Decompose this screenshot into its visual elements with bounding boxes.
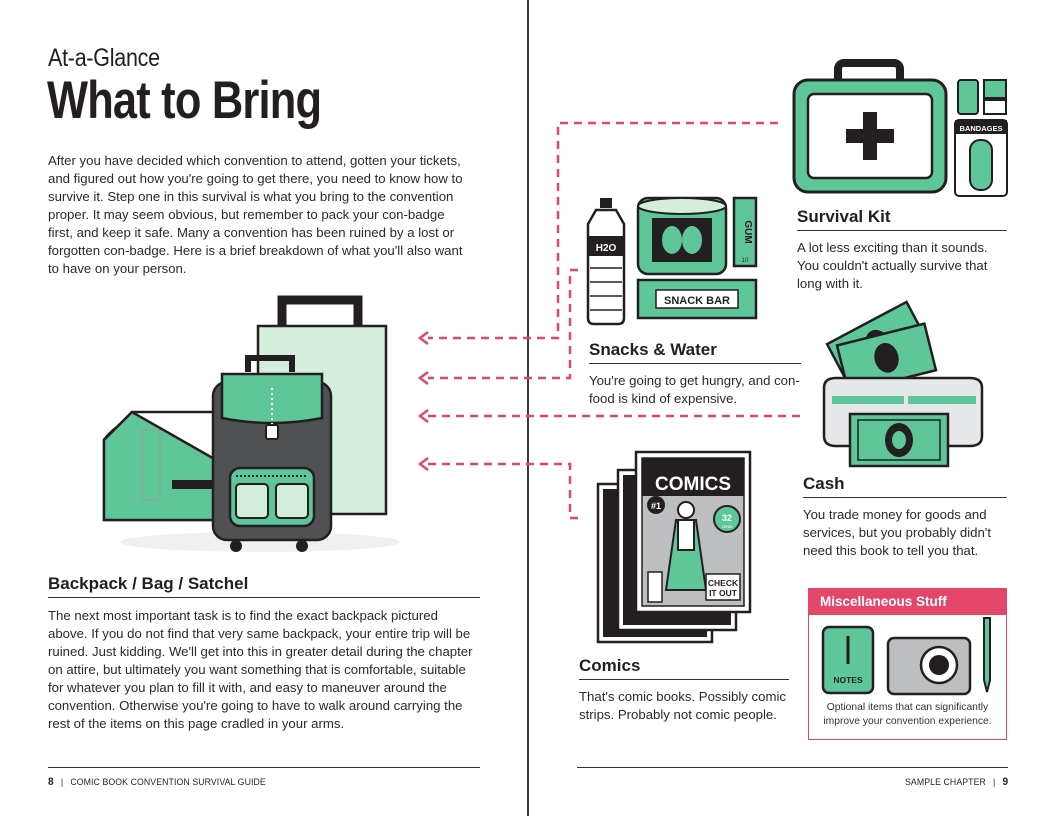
- left-page-number: 8: [48, 776, 54, 788]
- survival-kit-illustration: BANDAGES: [792, 59, 1008, 197]
- comics-price: 32: [722, 513, 732, 523]
- gum-label: GUM: [742, 220, 753, 243]
- comics-issue: #1: [651, 501, 661, 511]
- comics-illustration: COMICS #1 32 cents CHECK IT OUT: [596, 450, 752, 644]
- snacks-illustration: H2O GUM 10 SNACK BAR: [586, 196, 758, 326]
- right-running-title: SAMPLE CHAPTER: [904, 777, 986, 788]
- misc-heading: Miscellaneous Stuff: [809, 589, 1006, 615]
- snacks-heading: Snacks & Water: [589, 340, 801, 364]
- right-footer-rule: [577, 767, 1008, 768]
- snacks-section: Snacks & Water You're going to get hungr…: [589, 340, 801, 408]
- comics-price-unit: cents: [722, 524, 734, 529]
- notes-label: NOTES: [833, 675, 863, 685]
- right-footer: SAMPLE CHAPTER | 9: [904, 776, 1008, 788]
- comics-cover-title: COMICS: [655, 474, 731, 495]
- comics-text: That's comic books. Possibly comic strip…: [579, 689, 786, 722]
- connector-lines: [428, 121, 800, 520]
- misc-sidebar: Miscellaneous Stuff Optional items that …: [808, 588, 1007, 740]
- left-footer-rule: [48, 767, 480, 768]
- comics-section: Comics That's comic books. Possibly comi…: [579, 656, 789, 724]
- cash-section: Cash You trade money for goods and servi…: [803, 474, 1007, 560]
- page-title: What to Bring: [47, 71, 322, 130]
- bandages-label: BANDAGES: [960, 124, 1003, 133]
- comics-callout-2: IT OUT: [709, 588, 738, 598]
- comics-heading: Comics: [579, 656, 789, 680]
- left-footer: 8 | COMIC BOOK CONVENTION SURVIVAL GUIDE: [48, 776, 266, 788]
- gum-count: 10: [742, 258, 749, 264]
- comics-callout-1: CHECK: [708, 578, 739, 588]
- backpack-section: Backpack / Bag / Satchel The next most i…: [48, 574, 480, 733]
- snack-bar-label: SNACK BAR: [664, 295, 730, 307]
- left-running-title: COMIC BOOK CONVENTION SURVIVAL GUIDE: [70, 777, 266, 788]
- cash-heading: Cash: [803, 474, 1007, 498]
- intro-paragraph: After you have decided which convention …: [48, 153, 463, 276]
- survival-text: A lot less exciting than it sounds. You …: [797, 240, 988, 291]
- right-page-number: 9: [1002, 776, 1008, 788]
- page-kicker: At-a-Glance: [48, 44, 160, 72]
- backpack-text: The next most important task is to find …: [48, 608, 473, 731]
- water-label: H2O: [596, 243, 617, 254]
- survival-section: Survival Kit A lot less exciting than it…: [797, 207, 1007, 293]
- arrowheads: [417, 331, 429, 471]
- bag-illustration: [102, 295, 400, 552]
- misc-illustration: NOTES: [821, 617, 991, 696]
- survival-heading: Survival Kit: [797, 207, 1007, 231]
- snacks-text: You're going to get hungry, and con-food…: [589, 373, 800, 406]
- misc-text: Optional items that can significantly im…: [823, 702, 992, 727]
- backpack-heading: Backpack / Bag / Satchel: [48, 574, 480, 598]
- cash-text: You trade money for goods and services, …: [803, 507, 991, 558]
- book-spine: [527, 0, 529, 816]
- cash-illustration: [822, 300, 984, 468]
